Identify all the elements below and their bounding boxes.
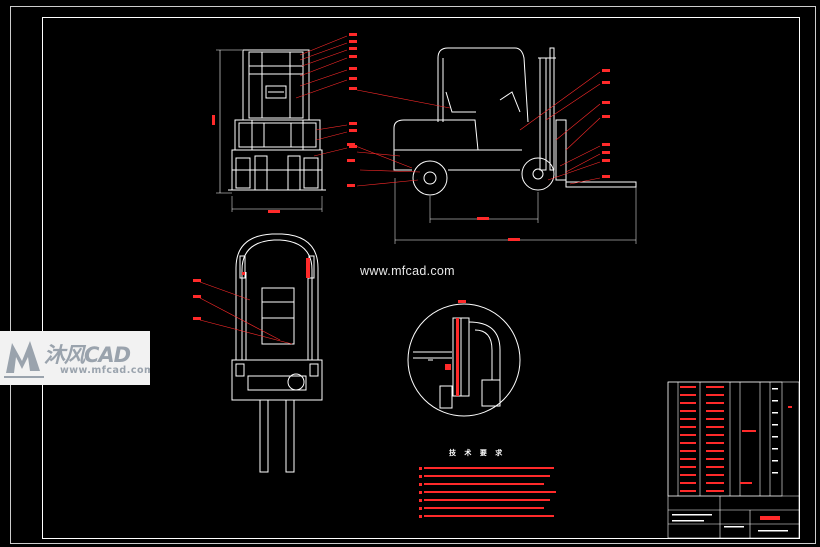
side-view-labels	[347, 69, 610, 241]
side-view-leaders	[352, 71, 601, 187]
front-view-labels	[212, 33, 357, 213]
watermark-logo: 沐风CAD www.mfcad.com	[0, 331, 150, 385]
top-view	[231, 233, 323, 473]
detail-view	[407, 303, 521, 417]
side-view	[393, 47, 637, 244]
logo-url: www.mfcad.com	[60, 365, 150, 376]
front-view	[216, 49, 326, 212]
top-view-leaders	[199, 281, 293, 345]
logo-emblem-icon	[4, 341, 44, 378]
front-view-leaders	[295, 35, 348, 157]
notes-title: 技 术 要 求	[449, 449, 506, 457]
top-view-labels	[193, 258, 310, 320]
detail-view-marks	[445, 300, 466, 396]
logo-text: 沐风CAD	[44, 343, 131, 367]
title-block-entries	[680, 386, 792, 520]
watermark-url: www.mfcad.com	[360, 264, 455, 278]
drawing-frame	[10, 6, 816, 544]
title-block-white-text	[672, 388, 788, 532]
notes-lines	[419, 467, 556, 518]
title-block	[667, 381, 800, 539]
